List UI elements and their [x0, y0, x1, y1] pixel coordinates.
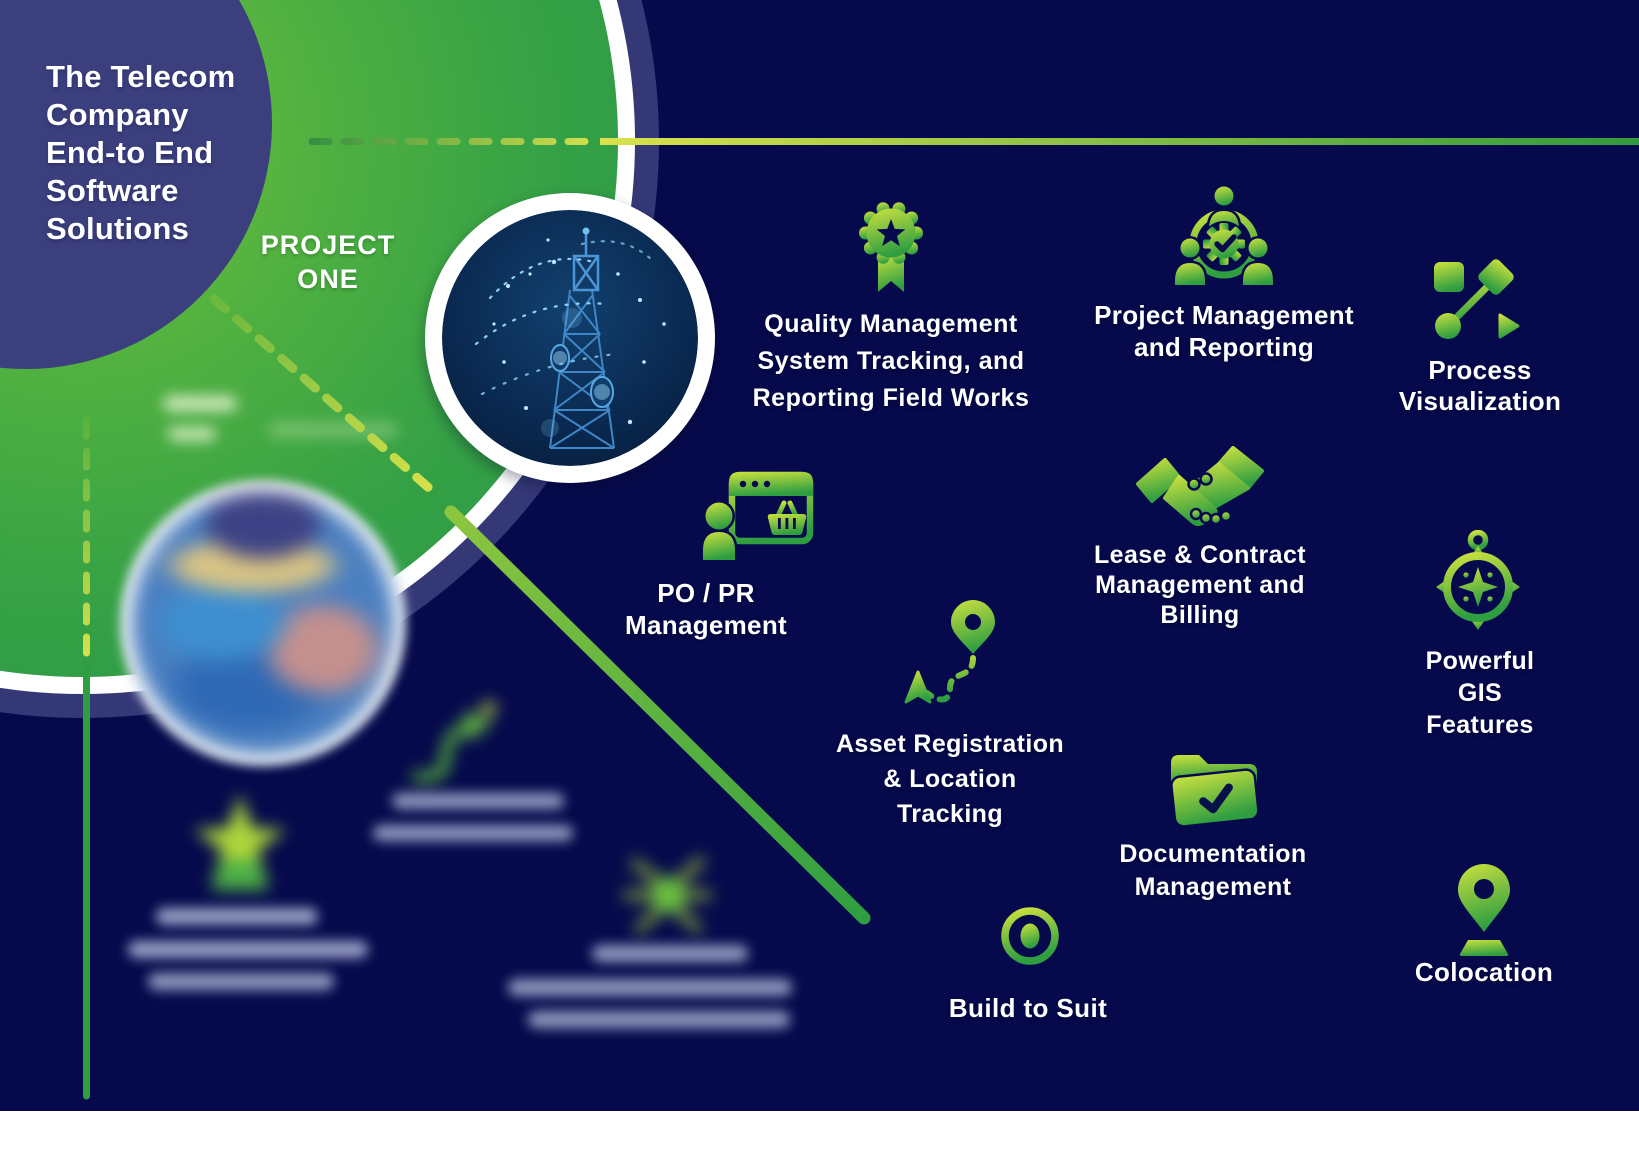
blurred-gear-icon — [623, 856, 712, 934]
blurred-tower-icon — [194, 794, 286, 890]
project-one-label: PROJECT ONE — [260, 230, 396, 294]
feature-label-lease-contract: Lease & Contract Management and Billing — [1093, 541, 1307, 629]
target-icon — [988, 894, 1072, 978]
blurred-text — [156, 908, 318, 925]
team-gear-icon — [1174, 184, 1274, 288]
feature-label-build-to-suit: Build to Suit — [948, 993, 1108, 1023]
blurred-label — [168, 427, 216, 441]
blurred-text — [373, 825, 573, 841]
dashed-diagonal-connector — [209, 294, 443, 501]
folder-check-icon — [1170, 755, 1260, 828]
photo-image — [132, 492, 394, 754]
feature-label-colocation: Colocation — [1414, 957, 1554, 987]
blurred-photo-circle — [120, 480, 406, 766]
title-line: End-to End — [46, 135, 214, 170]
blurred-text — [592, 945, 748, 962]
blurred-label — [268, 422, 398, 438]
blurred-text — [128, 941, 368, 958]
flowchart-icon — [1434, 259, 1520, 339]
blurred-label — [163, 396, 237, 411]
feature-label-po-pr: PO / PR Management — [625, 578, 787, 640]
blurred-text — [148, 973, 334, 990]
blurred-text — [508, 979, 792, 996]
feature-label-asset-tracking: Asset Registration & Location Tracking — [835, 730, 1065, 828]
feature-label-quality: Quality Management System Tracking, and … — [752, 310, 1030, 412]
blurred-text — [528, 1011, 790, 1028]
telecom-tower-art — [442, 210, 698, 466]
title-line: Solutions — [46, 211, 190, 246]
compass-icon — [1436, 530, 1520, 630]
route-pin-icon — [904, 600, 995, 704]
feature-label-project-management: Project Management and Reporting — [1094, 300, 1354, 362]
blurred-text — [392, 793, 564, 809]
title-line: The Telecom — [46, 59, 236, 94]
telecom-tower-image — [442, 210, 698, 466]
page-title: The Telecom Company End-to End Software … — [46, 58, 235, 248]
blurred-curve-icon — [411, 702, 496, 783]
feature-label-gis: Powerful GIS Features — [1425, 647, 1535, 739]
bottom-margin-strip — [0, 1111, 1639, 1161]
title-line: Company — [46, 97, 189, 132]
feature-label-documentation: Documentation Management — [1119, 840, 1307, 901]
title-line: Software — [46, 173, 179, 208]
solid-diagonal-connector — [444, 505, 871, 925]
feature-label-process-visualization: Process Visualization — [1398, 355, 1562, 416]
procurement-browser-icon — [703, 471, 814, 562]
award-ribbon-icon — [859, 202, 923, 292]
map-pin-icon — [1458, 864, 1510, 956]
handshake-icon — [1136, 446, 1264, 527]
